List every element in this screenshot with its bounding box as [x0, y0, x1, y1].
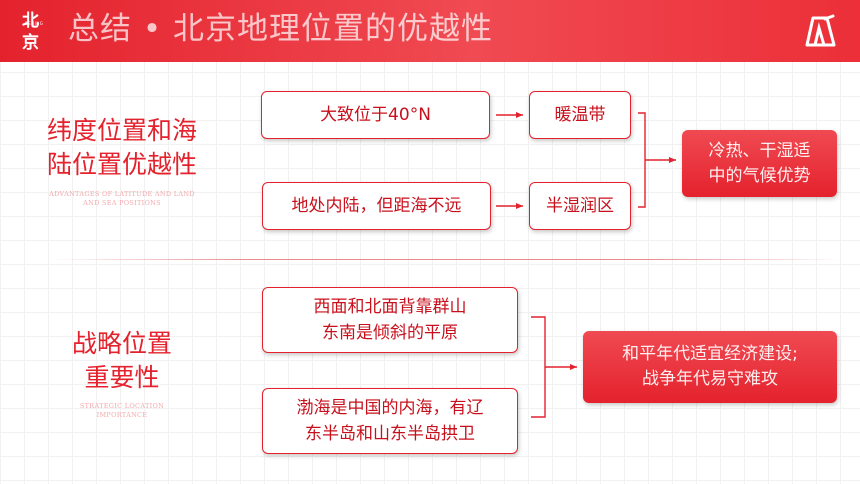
result-strategic-advantage: 和平年代适宜经济建设; 战争年代易守难攻 — [583, 331, 837, 403]
logo-char-latin: BEIJING — [25, 21, 44, 26]
section-divider — [52, 259, 842, 260]
box-warm-temperate: 暖温带 — [529, 91, 631, 139]
box-mountains-plains: 西面和北面背靠群山 东南是倾斜的平原 — [262, 287, 518, 353]
page-title: 总结 • 北京地理位置的优越性 — [68, 11, 493, 47]
section1-subtitle: ADVANTAGES OF LATITUDE AND LAND AND SEA … — [49, 190, 195, 207]
box-latitude-40n: 大致位于40°N — [261, 91, 490, 139]
box-bohai-sea: 渤海是中国的内海，有辽 东半岛和山东半岛拱卫 — [262, 388, 518, 454]
bracket-icon — [638, 112, 646, 208]
logo-char-bei: 北 — [22, 11, 39, 31]
section2-title: 战略位置 重要性 — [71, 329, 172, 392]
corner-logo-icon — [805, 14, 836, 47]
box-semi-humid: 半湿润区 — [529, 182, 631, 230]
bracket-icon — [531, 316, 546, 418]
header-bar: 北 BEIJING 京 总结 • 北京地理位置的优越性 — [0, 0, 860, 62]
section2-subtitle: STRATEGIC LOCATION IMPORTANCE — [79, 402, 165, 419]
section1-title: 纬度位置和海 陆位置优越性 — [46, 116, 197, 179]
logo-char-jing: 京 — [22, 33, 39, 53]
box-inland-near-sea: 地处内陆，但距海不远 — [262, 182, 491, 230]
result-climate-advantage: 冷热、干湿适 中的气候优势 — [682, 130, 837, 197]
beijing-logo-icon: 北 BEIJING 京 — [18, 6, 48, 58]
